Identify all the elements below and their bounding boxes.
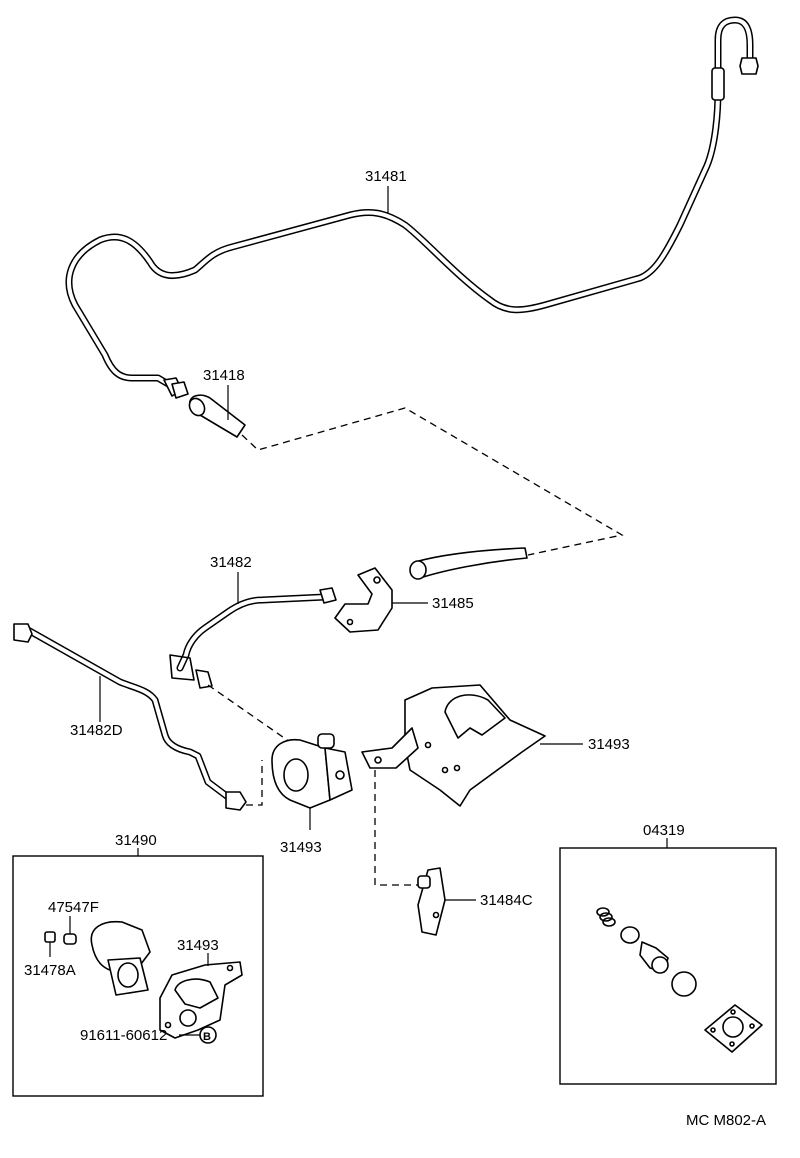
spring — [596, 907, 616, 927]
hose-mid — [409, 547, 528, 580]
bracket-31485 — [334, 567, 393, 633]
kit-box-04319 — [559, 847, 777, 1085]
piston — [639, 941, 669, 974]
connection-dashed-clip — [374, 770, 418, 886]
connection-dashed-pump-2 — [246, 760, 263, 806]
label-31482D: 31482D — [70, 722, 123, 739]
pipe-31481 — [65, 16, 759, 399]
label-47547F: 47547F — [48, 899, 99, 916]
label-31418: 31418 — [203, 367, 245, 384]
label-31485: 31485 — [432, 595, 474, 612]
clip-31484C — [417, 867, 446, 936]
label-31481: 31481 — [365, 168, 407, 185]
pump-31493 — [271, 733, 353, 809]
kit-box-31490 — [12, 855, 264, 1097]
inset-bracket — [159, 961, 243, 1039]
label-31493-center: 31493 — [280, 839, 322, 856]
label-31482: 31482 — [210, 554, 252, 571]
pipe-31482 — [169, 587, 337, 689]
gasket-plate — [704, 1004, 763, 1053]
pipe-31482D — [13, 623, 247, 811]
cup-seal — [620, 926, 640, 944]
inset-pump — [44, 920, 151, 996]
label-circle-b: B — [203, 1031, 211, 1043]
diagram-code: MC M802-A — [686, 1112, 766, 1129]
label-31484C: 31484C — [480, 892, 533, 909]
label-31490: 31490 — [115, 832, 157, 849]
connection-dashed-upper — [241, 407, 624, 556]
hose-31418 — [188, 394, 246, 438]
circle-b-marker — [199, 1026, 217, 1044]
connection-dashed-pump — [207, 684, 291, 743]
label-31478A: 31478A — [24, 962, 76, 979]
seal — [671, 971, 697, 997]
repair-kit-parts — [596, 907, 763, 1053]
label-04319: 04319 — [643, 822, 685, 839]
label-31493-inset: 31493 — [177, 937, 219, 954]
label-91611-60612: 91611-60612 — [80, 1027, 167, 1044]
bracket-31493 — [361, 684, 546, 807]
label-31493-right: 31493 — [588, 736, 630, 753]
